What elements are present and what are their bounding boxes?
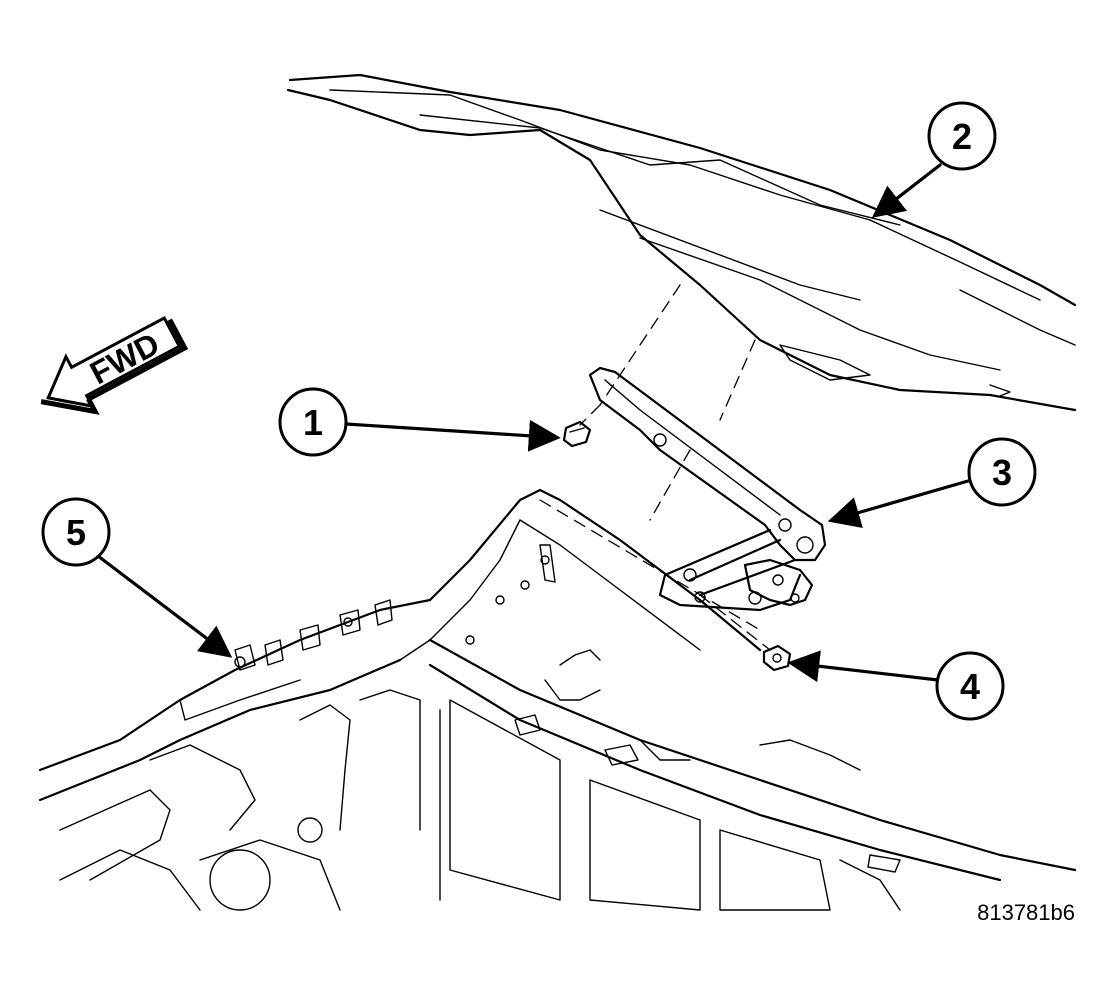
callout-5-number: 5 xyxy=(66,512,86,553)
leader-arrows xyxy=(96,163,970,683)
callout-1: 1 xyxy=(278,387,348,457)
forward-direction-arrow: FWD xyxy=(40,315,189,415)
callout-4: 4 xyxy=(935,651,1005,721)
callout-4-number: 4 xyxy=(960,666,980,707)
leader-arrow-2 xyxy=(871,163,942,218)
callout-5: 5 xyxy=(41,497,111,567)
callout-1-number: 1 xyxy=(303,402,323,443)
hood-panel xyxy=(286,73,1077,412)
leader-arrow-3 xyxy=(827,479,970,529)
callout-3: 3 xyxy=(967,437,1037,507)
callout-2-number: 2 xyxy=(952,116,972,157)
leader-arrow-1 xyxy=(344,419,561,452)
callout-2: 2 xyxy=(927,101,997,171)
callout-3-number: 3 xyxy=(992,452,1012,493)
leader-arrow-4 xyxy=(787,650,940,683)
hood-hinge xyxy=(588,366,827,612)
leader-arrow-5 xyxy=(96,554,233,658)
figure-id: 813781b6 xyxy=(977,900,1075,925)
alignment-lines xyxy=(539,284,771,651)
vehicle-body-structure xyxy=(38,488,1077,911)
hinge-bolt-upper xyxy=(562,420,592,448)
hinge-nut-lower xyxy=(762,644,792,672)
